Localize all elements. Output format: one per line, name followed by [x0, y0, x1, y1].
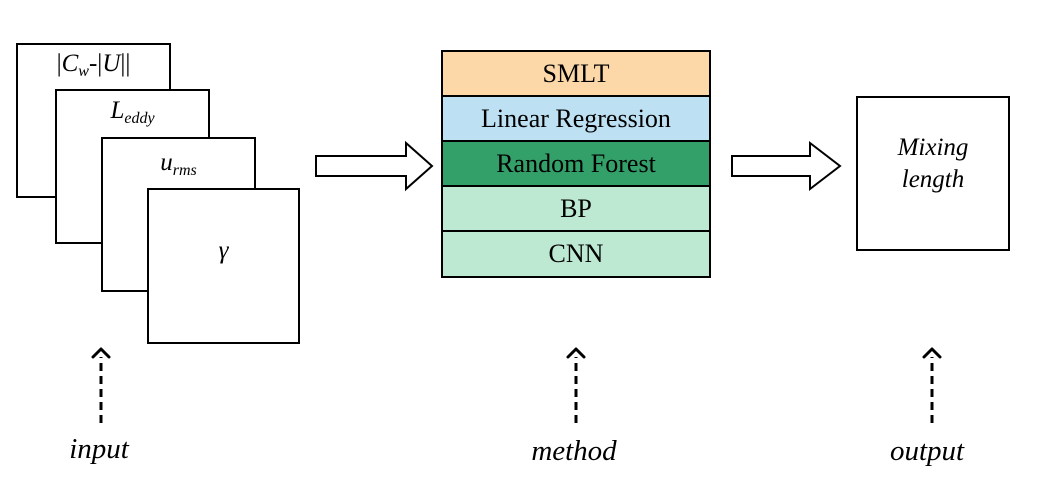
- input-label-u-rms: urms: [160, 149, 197, 179]
- caption-input: input: [69, 433, 129, 465]
- input-label-gamma: γ: [218, 237, 229, 264]
- input-label-cw-u: |Cw-|U||: [56, 50, 131, 80]
- output-box: Mixing length: [856, 96, 1010, 251]
- input-dashed-arrow: [91, 347, 111, 423]
- input-label-l-eddy: Leddy: [110, 97, 155, 127]
- caption-output: output: [889, 435, 965, 467]
- method-layer-cnn: CNN: [443, 232, 709, 276]
- method-layer-random-forest: Random Forest: [443, 142, 709, 187]
- caption-method: method: [531, 435, 617, 467]
- method-dashed-arrow: [566, 347, 586, 423]
- input-card-gamma: γ: [147, 188, 300, 344]
- output-dashed-arrow: [922, 347, 942, 423]
- method-stack: SMLT Linear Regression Random Forest BP …: [441, 50, 711, 278]
- method-layer-bp: BP: [443, 187, 709, 232]
- method-layer-linear-regression: Linear Regression: [443, 97, 709, 142]
- method-to-output-arrow: [731, 140, 842, 192]
- input-to-method-arrow: [315, 140, 434, 192]
- output-label-line-1: Mixing: [897, 133, 969, 161]
- output-label-line-2: length: [901, 165, 965, 193]
- method-layer-smlt: SMLT: [443, 52, 709, 97]
